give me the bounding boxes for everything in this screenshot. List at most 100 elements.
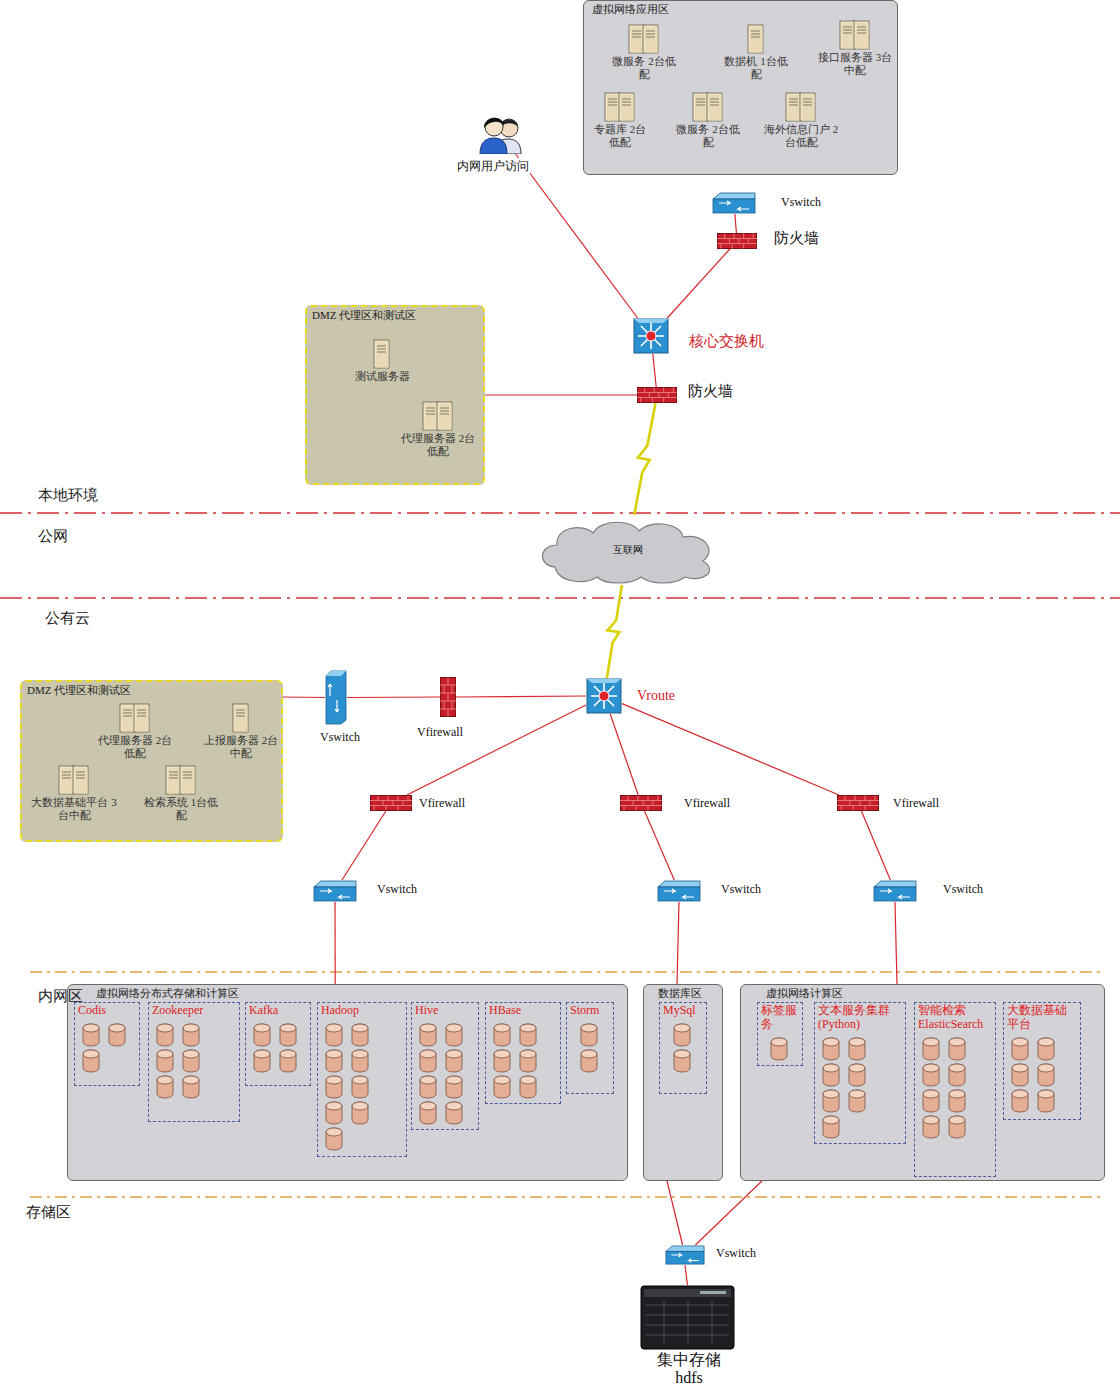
zone-label: 存储区	[26, 1203, 71, 1222]
network-zone: DMZ 代理区和测试区代理服务器 2台低配上报服务器 2台中配大数据基础平台 3…	[20, 680, 283, 842]
device-label: 防火墙	[687, 382, 734, 401]
core-icon	[586, 678, 622, 714]
separator-line	[30, 971, 1105, 972]
server-cylinders	[81, 1022, 133, 1074]
cluster-box: 标签服务	[757, 1002, 803, 1066]
network-link	[735, 214, 737, 233]
cluster-box: Zookeeper	[148, 1002, 240, 1122]
network-link	[622, 704, 839, 795]
server-group: 检索系统 1台低配	[142, 764, 220, 821]
fw-device: 防火墙	[637, 387, 677, 403]
network-zone: 数据库区 MySql	[643, 984, 723, 1181]
server-cylinders	[155, 1022, 207, 1100]
device-label: Vswitch	[376, 882, 418, 897]
device-label: 互联网	[535, 543, 720, 557]
server-group: 专题库 2台低配	[589, 91, 651, 148]
cluster-box: MySql	[659, 1002, 707, 1094]
server-icon	[738, 23, 774, 55]
server-cylinders	[579, 1022, 605, 1074]
wan-link	[634, 403, 655, 515]
server-icon	[163, 764, 199, 796]
server-icon	[364, 338, 400, 370]
server-icon	[602, 91, 638, 123]
device-label: Vfirewall	[683, 796, 731, 811]
fw-icon	[717, 233, 757, 249]
server-label: 微服务 2台低配	[675, 123, 741, 148]
zone-label: 内网区	[38, 987, 83, 1006]
separator-line	[0, 597, 1120, 598]
network-zone: DMZ 代理区和测试区测试服务器代理服务器 2台低配	[305, 305, 485, 485]
server-icon	[223, 702, 259, 734]
cluster-heading: MySql	[660, 1003, 706, 1019]
network-link	[485, 394, 637, 395]
network-link	[407, 705, 586, 795]
fw-icon	[637, 387, 677, 403]
zone-heading: 虚拟网络分布式存储和计算区	[96, 986, 239, 1001]
network-link	[516, 154, 638, 318]
server-cylinders	[418, 1022, 470, 1126]
cluster-heading: 文本服务集群 (Python)	[815, 1003, 905, 1033]
fw-device: 防火墙	[717, 233, 757, 249]
device-label: Vswitch	[780, 195, 822, 210]
server-icon	[690, 91, 726, 123]
cluster-box: Codis	[74, 1002, 140, 1086]
zone-label: 本地环境	[38, 486, 98, 505]
sw-icon	[873, 880, 917, 902]
server-icon	[837, 19, 873, 51]
zone-label: 公网	[38, 527, 68, 546]
device-label: 集中存储 hdfs	[652, 1351, 726, 1386]
server-icon	[626, 23, 662, 55]
cloud-device: 互联网	[535, 515, 720, 585]
network-link	[895, 902, 897, 984]
network-link	[342, 811, 386, 880]
server-label: 上报服务器 2台中配	[202, 734, 280, 759]
server-label: 数据机 1台低配	[723, 55, 789, 80]
core-icon	[633, 318, 669, 354]
server-group: 海外信息门户 2台低配	[759, 91, 843, 148]
server-label: 代理服务器 2台低配	[397, 432, 479, 457]
cluster-heading: HBase	[486, 1003, 560, 1019]
server-cylinders	[769, 1036, 795, 1062]
device-label: Vroute	[636, 688, 676, 704]
fw-icon	[370, 795, 412, 811]
server-cylinders	[492, 1022, 544, 1100]
cluster-box: 智能检索 ElasticSearch	[914, 1002, 996, 1177]
sw-icon	[712, 192, 756, 214]
store-device: 集中存储 hdfs	[640, 1285, 735, 1350]
cluster-heading: Kafka	[246, 1003, 310, 1019]
cluster-box: Kafka	[245, 1002, 311, 1086]
server-group: 微服务 2台低配	[611, 23, 677, 80]
server-cylinders	[1010, 1036, 1062, 1114]
device-label: 内网用户访问	[456, 158, 530, 175]
network-link	[347, 696, 440, 698]
network-link	[677, 902, 679, 984]
network-link	[685, 1265, 688, 1285]
fw-icon	[620, 795, 662, 811]
network-link	[456, 696, 586, 697]
device-label: 核心交换机	[688, 332, 765, 351]
server-label: 代理服务器 2台低配	[94, 734, 176, 759]
vsw-icon	[325, 670, 347, 725]
cluster-box: 大数据基础平台	[1003, 1002, 1081, 1120]
cluster-heading: Zookeeper	[149, 1003, 239, 1019]
zone-heading: 数据库区	[658, 986, 702, 1001]
separator-line	[30, 1196, 1105, 1197]
server-label: 专题库 2台低配	[589, 123, 651, 148]
user-device: 内网用户访问	[478, 112, 522, 154]
server-cylinders	[821, 1036, 873, 1140]
network-zone: 虚拟网络应用区微服务 2台低配数据机 1台低配接口服务器 3台中配专题库 2台低…	[583, 0, 898, 175]
server-icon	[117, 702, 153, 734]
network-link	[334, 902, 335, 984]
network-zone: 虚拟网络分布式存储和计算区CodisZookeeperKafkaHadoopHi…	[67, 984, 628, 1181]
cluster-heading: Storm	[567, 1003, 613, 1019]
sw-device: Vswitch	[313, 880, 357, 902]
server-icon	[420, 400, 456, 432]
cluster-heading: Hive	[412, 1003, 478, 1019]
device-label: Vfirewall	[892, 796, 940, 811]
network-link	[653, 354, 656, 387]
server-group: 测试服务器	[342, 338, 422, 383]
sw-device: Vswitch	[712, 192, 756, 214]
network-link	[861, 811, 890, 880]
zone-label: 公有云	[45, 609, 90, 628]
device-label: Vswitch	[942, 882, 984, 897]
